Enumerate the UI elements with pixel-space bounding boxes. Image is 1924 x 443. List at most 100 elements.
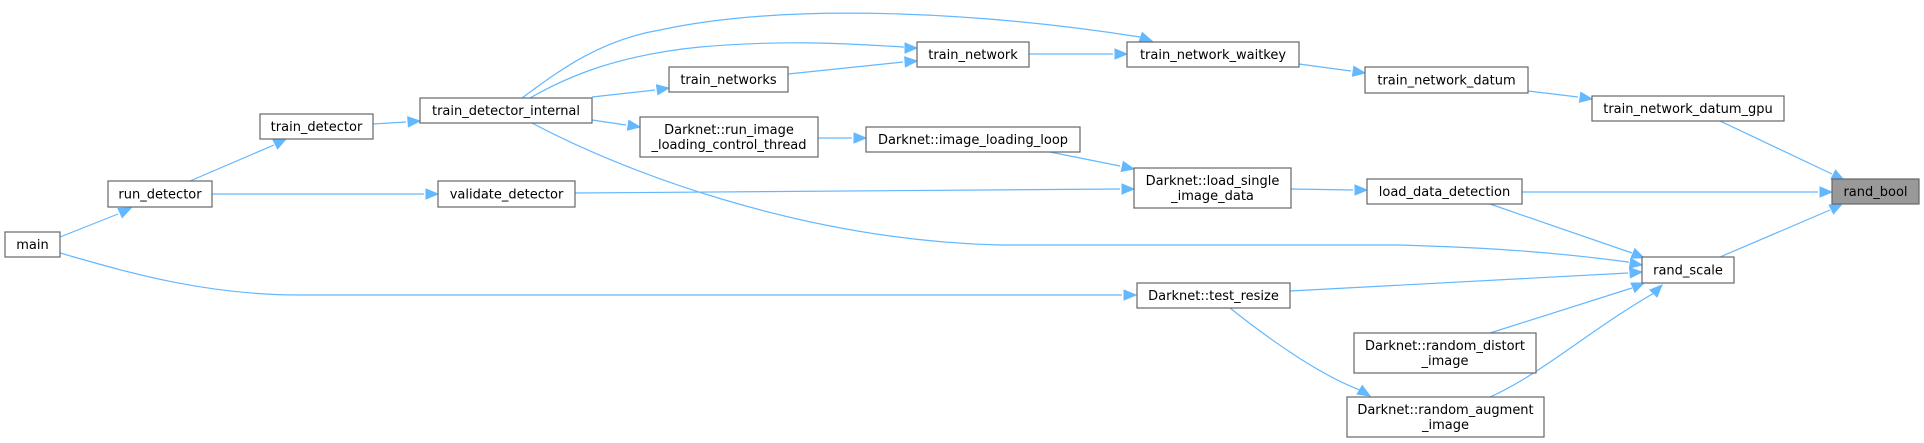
edge-load_single_image_data-to-load_data_detection — [1290, 184, 1369, 196]
node-train-network-datum-gpu[interactable]: train_network_datum_gpu — [1591, 95, 1785, 122]
node-load-single-image-data[interactable]: Darknet::load_single_image_data — [1133, 167, 1292, 209]
node-train-network-datum[interactable]: train_network_datum — [1364, 66, 1529, 94]
edge-rand_scale-to-rand_bool — [1719, 203, 1844, 258]
edge-line — [531, 122, 1629, 263]
arrowhead-icon — [1819, 186, 1834, 198]
node-box — [1353, 332, 1537, 374]
edge-train_detector_internal-to-train_network_waitkey — [521, 12, 1154, 99]
edge-train_network_datum-to-train_network_datum_gpu — [1519, 89, 1594, 103]
node-box — [865, 126, 1081, 153]
node-label: train_network_datum_gpu — [1603, 102, 1773, 117]
arrowhead-icon — [272, 138, 288, 150]
node-box — [107, 180, 213, 208]
edge-line — [1519, 89, 1579, 98]
edge-line — [1229, 307, 1361, 391]
node-run-detector[interactable]: run_detector — [107, 180, 213, 208]
edge-line — [372, 121, 407, 125]
node-test-resize[interactable]: Darknet::test_resize — [1136, 282, 1291, 309]
edge-line — [521, 12, 1141, 99]
edge-line — [787, 61, 904, 75]
edge-train_detector-to-train_detector_internal — [372, 116, 422, 128]
edge-line — [59, 213, 119, 238]
node-random-augment-image[interactable]: Darknet::random_augment_image — [1346, 396, 1545, 438]
edge-run_image_loading_control_thread-to-image_loading_loop — [818, 132, 868, 144]
node-load-data-detection[interactable]: load_data_detection — [1366, 178, 1523, 205]
node-box — [1126, 41, 1300, 68]
node-box — [668, 66, 789, 93]
node-validate-detector[interactable]: validate_detector — [437, 180, 576, 208]
edge-line — [1719, 209, 1831, 258]
arrowhead-icon — [1628, 257, 1644, 269]
arrowhead-icon — [117, 207, 133, 219]
node-label: _image — [1421, 354, 1469, 369]
arrowhead-icon — [425, 188, 440, 200]
node-box — [259, 113, 374, 140]
node-label: train_networks — [680, 73, 777, 88]
edge-line — [591, 119, 627, 126]
edge-line — [1290, 188, 1354, 191]
nodes-layer: main run_detector train_detector train_dete… — [4, 41, 1920, 438]
node-label: train_network_waitkey — [1140, 48, 1286, 63]
edge-line — [529, 42, 904, 99]
edge-line — [1489, 203, 1633, 254]
arrowhead-icon — [1120, 160, 1136, 173]
edge-train_networks-to-train_network — [787, 56, 919, 75]
node-train-network-waitkey[interactable]: train_network_waitkey — [1126, 41, 1300, 68]
node-label: train_detector_internal — [432, 104, 580, 119]
node-train-networks[interactable]: train_networks — [668, 66, 789, 93]
node-main[interactable]: main — [4, 231, 61, 258]
edge-run_detector-to-validate_detector — [212, 188, 440, 200]
arrowhead-icon — [1630, 247, 1646, 259]
node-train-detector[interactable]: train_detector — [259, 113, 374, 140]
edge-line — [1489, 292, 1655, 398]
arrowhead-icon — [407, 116, 422, 128]
edge-run_detector-to-train_detector — [189, 138, 288, 182]
node-label: train_network — [928, 48, 1018, 63]
edge-line — [1298, 63, 1352, 72]
node-label: Darknet::test_resize — [1148, 289, 1279, 304]
edge-train_detector_internal-to-rand_scale — [531, 122, 1644, 269]
edge-train_network_waitkey-to-train_network_datum — [1298, 63, 1367, 77]
node-box — [1641, 256, 1735, 284]
node-run-image-loading-control-thread[interactable]: Darknet::run_image_loading_control_threa… — [639, 116, 819, 158]
node-box — [1133, 167, 1292, 209]
edge-line — [189, 144, 275, 182]
edge-random_augment_image-to-rand_scale — [1489, 284, 1663, 398]
node-rand-scale[interactable]: rand_scale — [1641, 256, 1735, 284]
arrowhead-icon — [1121, 183, 1136, 195]
edge-line — [1489, 287, 1633, 334]
arrowhead-icon — [1351, 65, 1367, 77]
node-label: validate_detector — [450, 188, 564, 203]
arrowhead-icon — [1123, 289, 1138, 301]
arrowhead-icon — [1828, 203, 1844, 215]
node-label: Darknet::image_loading_loop — [878, 133, 1068, 148]
edge-line — [59, 252, 1122, 296]
edge-validate_detector-to-load_single_image_data — [574, 183, 1136, 195]
edges-layer — [59, 12, 1846, 398]
node-train-detector-internal[interactable]: train_detector_internal — [419, 97, 593, 124]
arrowhead-icon — [626, 119, 642, 131]
node-label: _loading_control_thread — [650, 138, 806, 153]
edge-line — [1289, 272, 1629, 292]
node-label: _image — [1421, 418, 1469, 433]
edge-load_data_detection-to-rand_scale — [1489, 203, 1646, 259]
node-random-distort-image[interactable]: Darknet::random_distort_image — [1353, 332, 1537, 374]
edge-main-to-run_detector — [59, 207, 133, 238]
node-box — [1136, 282, 1291, 309]
edge-train_network_datum_gpu-to-rand_bool — [1719, 120, 1846, 181]
node-box — [1591, 95, 1785, 122]
node-box — [916, 41, 1030, 68]
node-image-loading-loop[interactable]: Darknet::image_loading_loop — [865, 126, 1081, 153]
arrowhead-icon — [904, 42, 919, 54]
edge-line — [574, 188, 1121, 194]
edge-random_distort_image-to-rand_scale — [1489, 282, 1646, 334]
arrowhead-icon — [1630, 282, 1646, 294]
node-label: Darknet::load_single — [1146, 174, 1280, 189]
node-box — [1366, 178, 1523, 205]
arrowhead-icon — [904, 56, 919, 68]
node-train-network[interactable]: train_network — [916, 41, 1030, 68]
arrowhead-icon — [1138, 31, 1154, 43]
node-box — [1831, 178, 1920, 205]
edge-line — [591, 89, 656, 98]
